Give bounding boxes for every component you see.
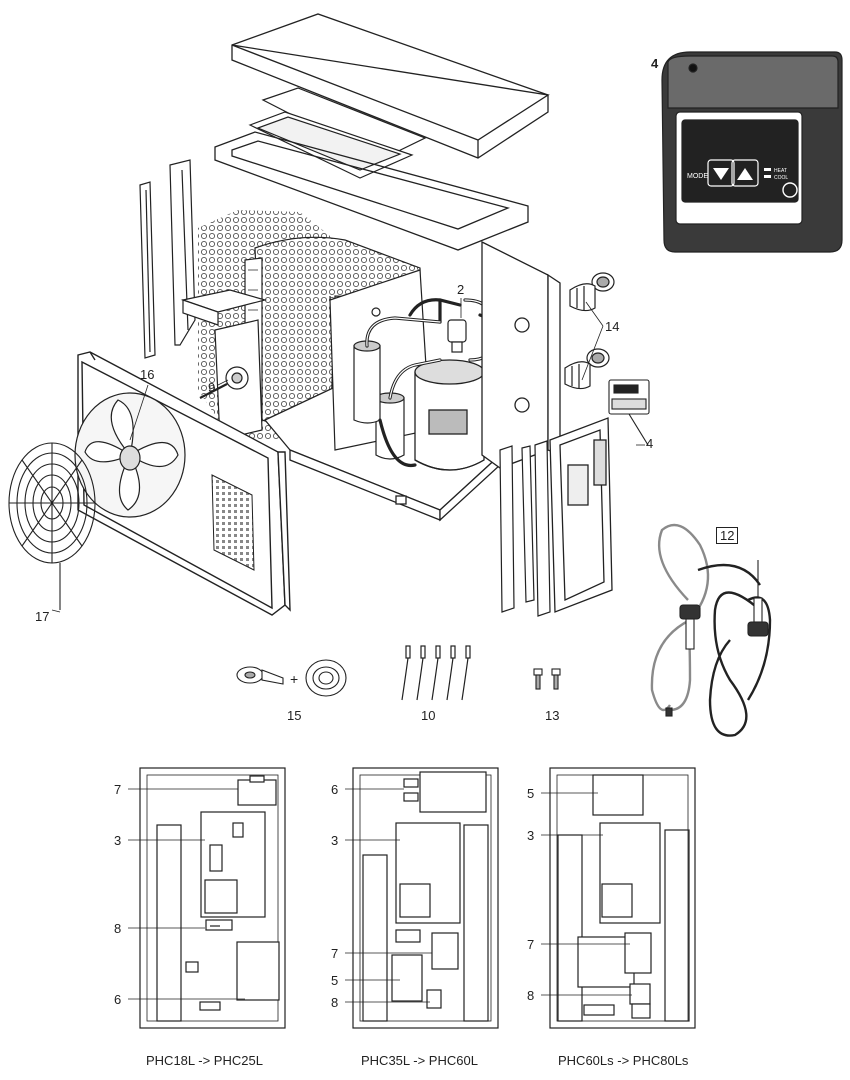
wired-controller — [661, 51, 843, 253]
ebox2-label-3: 3 — [331, 833, 339, 848]
callout-12: 12 — [716, 527, 739, 544]
fan-guard — [8, 442, 96, 610]
ebox3-label-3: 3 — [527, 828, 535, 843]
left-side-rails — [139, 159, 196, 359]
sensor-cable-black — [697, 563, 772, 737]
controller-cool-label: COOL — [774, 175, 788, 181]
callout-9: 9 — [208, 380, 216, 395]
pressure-switches — [533, 668, 561, 690]
callout-17: 17 — [35, 609, 50, 624]
drain-connector-kit — [236, 659, 347, 697]
fan-blade — [74, 392, 186, 518]
ebox3-caption: PHC60Ls -> PHC80Ls — [558, 1053, 689, 1068]
leader-lines — [51, 298, 645, 613]
ebox1-label-6: 6 — [114, 992, 122, 1007]
top-cover — [231, 13, 550, 159]
controller-heat-label: HEAT — [774, 168, 787, 174]
vertical-rails — [499, 440, 551, 617]
e-box-panel-2 — [352, 767, 499, 1029]
accessory-plus-sign: + — [290, 671, 299, 687]
ebox1-caption: PHC18L -> PHC25L — [146, 1053, 263, 1068]
e-box-panel-1 — [139, 767, 286, 1029]
controller-small — [608, 379, 650, 446]
ebox2-label-8: 8 — [331, 995, 339, 1010]
ebox2-label-7: 7 — [331, 946, 339, 961]
accumulator — [353, 340, 405, 460]
electrical-box-door — [549, 417, 613, 613]
fan-motor-bracket — [180, 289, 268, 441]
temperature-probes — [401, 645, 471, 701]
e-box-panel-3 — [549, 767, 696, 1029]
ebox1-label-3: 3 — [114, 833, 122, 848]
ebox2-label-5: 5 — [331, 973, 339, 988]
callout-4-small: 4 — [646, 436, 654, 451]
front-grille-openings — [211, 474, 255, 571]
controller-mode-label: MODE — [687, 173, 708, 180]
ebox3-label-8: 8 — [527, 988, 535, 1003]
callout-10: 10 — [421, 708, 436, 723]
right-side-panel — [481, 240, 561, 469]
callout-16: 16 — [140, 367, 155, 382]
ebox2-label-6: 6 — [331, 782, 339, 797]
compressor — [414, 359, 485, 471]
water-connectors — [564, 272, 615, 390]
callout-2: 2 — [457, 282, 465, 297]
ebox3-label-7: 7 — [527, 937, 535, 952]
top-filter-panel — [248, 87, 427, 179]
ebox2-caption: PHC35L -> PHC60L — [361, 1053, 478, 1068]
ebox3-label-5: 5 — [527, 786, 535, 801]
callout-14: 14 — [605, 319, 620, 334]
top-frame — [214, 131, 529, 251]
ebox1-label-7: 7 — [114, 782, 122, 797]
sensor-probes — [665, 560, 769, 717]
callout-15: 15 — [287, 708, 302, 723]
ebox1-label-8: 8 — [114, 921, 122, 936]
four-way-valve — [447, 319, 467, 353]
callout-4-controller: 4 — [651, 56, 659, 71]
callout-13: 13 — [545, 708, 560, 723]
leader-lines-14 — [581, 301, 604, 381]
e-box-leader-lines — [128, 788, 632, 1003]
